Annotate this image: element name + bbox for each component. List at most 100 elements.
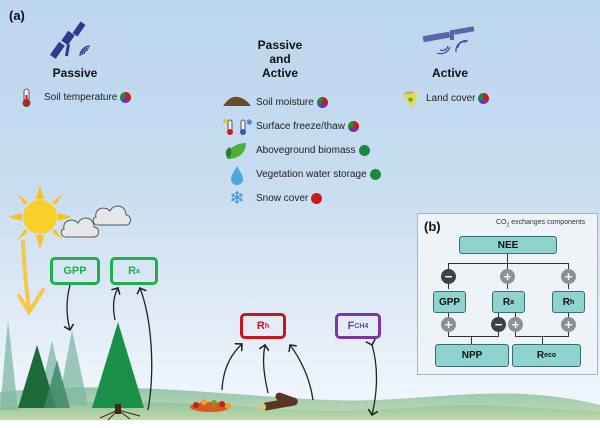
variable-surface-freeze-thaw: ✱ Surface freeze/thaw	[222, 117, 359, 135]
ra-subscript: a	[510, 298, 515, 306]
passive-active-title: Passive and Active	[240, 38, 320, 80]
active-title: Active	[431, 66, 469, 80]
water-drop-icon	[222, 165, 252, 185]
plus-sign-rh-reco: +	[561, 317, 576, 332]
variable-vegetation-water-storage: Vegetation water storage	[222, 165, 381, 185]
rh-subscript: h	[569, 298, 575, 306]
title-rest: exchanges components	[509, 219, 586, 226]
sunlight-arrow	[17, 240, 45, 316]
variable-label: Vegetation water storage	[256, 168, 367, 180]
rh-arrow-soil	[290, 345, 314, 401]
thermometer-icon	[18, 88, 40, 107]
ra-label: R	[128, 265, 137, 277]
ra-subscript: a	[136, 267, 140, 275]
plus-sign-gpp-npp: +	[441, 317, 456, 332]
africa-map-icon	[400, 89, 422, 108]
rh-label: R	[562, 296, 570, 308]
snowflake-icon: ❄	[229, 188, 245, 208]
nee-label: NEE	[497, 239, 519, 251]
plus-sign-nee-ra: +	[500, 269, 515, 284]
gpp-label: GPP	[63, 265, 87, 277]
minus-sign-ra-npp: −	[491, 317, 506, 332]
green-marker	[369, 168, 381, 180]
tri-color-marker	[316, 96, 328, 108]
passive-title: Passive	[52, 66, 98, 80]
gpp-flux-box: GPP	[50, 257, 100, 285]
satellite-icon	[50, 21, 91, 59]
minus-sign-nee-gpp: −	[441, 269, 456, 284]
rh-arrow-logs	[264, 345, 268, 394]
sun-icon	[8, 185, 72, 249]
radar-satellite-icon	[422, 26, 475, 55]
freeze-thaw-thermometer-icon: ✱	[222, 117, 253, 135]
panel-b-label: (b)	[424, 219, 441, 234]
variable-snow-cover: ❄ Snow cover	[222, 188, 323, 208]
variable-label: Land cover	[426, 92, 476, 104]
tri-color-marker	[478, 92, 490, 104]
npp-label: NPP	[461, 350, 483, 361]
variable-aboveground-biomass: Aboveground biomass	[222, 141, 370, 159]
gpp-label: GPP	[438, 296, 461, 308]
ra-arrow-root	[140, 288, 153, 411]
green-marker	[358, 144, 370, 156]
title-line: and	[269, 52, 291, 66]
rh-subscript: h	[264, 322, 270, 330]
rh-label: R	[256, 320, 265, 332]
fch4-subscript: CH4	[354, 322, 369, 330]
variable-soil-moisture: Soil moisture	[222, 93, 328, 111]
panel-a-label: (a)	[9, 8, 25, 23]
connector	[448, 263, 569, 264]
title-line: Active	[261, 66, 299, 80]
variable-label: Aboveground biomass	[256, 144, 356, 156]
variable-label: Snow cover	[256, 192, 309, 204]
tri-color-marker	[120, 91, 132, 103]
title-co: CO	[496, 219, 507, 226]
tree-roots	[99, 409, 141, 421]
variable-label: Surface freeze/thaw	[256, 120, 345, 132]
leaf-icon	[222, 141, 252, 159]
connector	[448, 336, 499, 337]
leaf-litter	[190, 399, 231, 412]
title-line: Passive	[257, 38, 303, 52]
dead-logs	[258, 392, 298, 411]
fch4-label: F	[347, 320, 355, 332]
soil-pile-icon	[222, 93, 252, 111]
plus-sign-nee-rh: +	[561, 269, 576, 284]
fch4-arrow	[372, 345, 377, 415]
connector	[542, 336, 543, 344]
red-marker	[311, 192, 323, 204]
reco-subscript: eco	[544, 352, 557, 359]
svg-text:✱: ✱	[246, 118, 252, 127]
rh-arrow-litter	[221, 344, 242, 391]
cloud-icon	[60, 205, 131, 238]
variable-label: Soil moisture	[256, 96, 314, 108]
mid-spruce	[44, 360, 70, 408]
connector	[471, 336, 472, 344]
gpp-box: GPP	[433, 291, 466, 313]
ra-arrow-canopy	[114, 288, 118, 321]
title-subscript: 2	[506, 222, 510, 229]
ra-label: R	[502, 296, 511, 308]
variable-land-cover: Land cover	[400, 89, 490, 108]
connector	[507, 251, 508, 263]
nee-box: NEE	[459, 236, 557, 254]
gpp-arrow	[67, 284, 70, 330]
sun-and-clouds	[8, 185, 131, 249]
large-spruce	[92, 322, 144, 414]
dark-spruce	[18, 345, 56, 408]
tri-color-marker	[347, 120, 359, 132]
npp-box: NPP	[435, 344, 509, 367]
variable-soil-temperature: Soil temperature	[18, 88, 132, 107]
reco-label: R	[536, 350, 545, 361]
plus-sign-ra-reco: +	[508, 317, 523, 332]
panel-b-title: CO2 exchanges components	[496, 219, 585, 228]
